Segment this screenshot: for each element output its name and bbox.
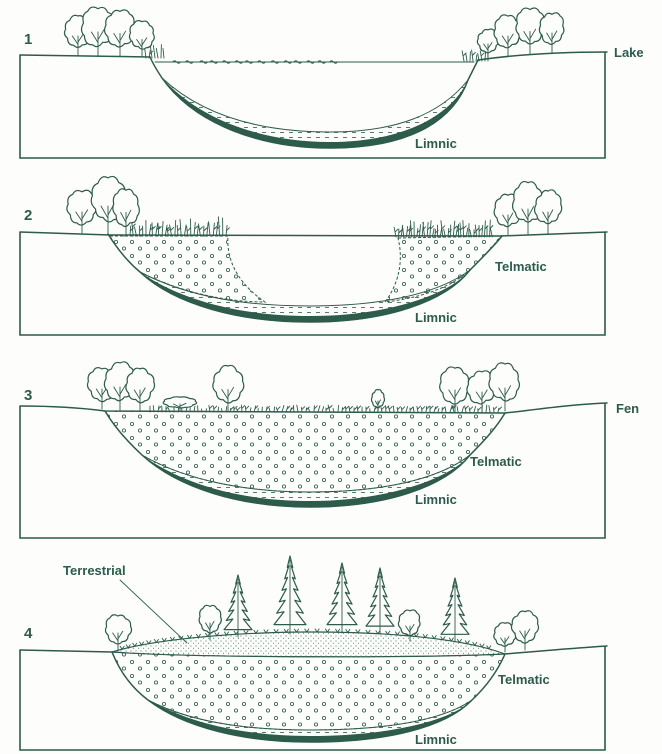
limnic-label: Limnic [415, 732, 457, 747]
fen-label: Fen [616, 401, 639, 416]
limnic-label: Limnic [415, 310, 457, 325]
deciduous-tree [511, 611, 538, 650]
limnic-label: Limnic [415, 492, 457, 507]
deciduous-tree [489, 363, 520, 411]
ground-surface-line [20, 650, 112, 652]
conifer-tree [441, 578, 469, 642]
stage-number: 1 [24, 31, 32, 48]
deciduous-tree [113, 189, 140, 235]
ground-surface-line [478, 52, 607, 60]
deciduous-tree [126, 368, 155, 411]
stage-1-vegetation [64, 7, 563, 63]
conifer-tree [224, 575, 252, 637]
conifer-tree [327, 563, 357, 633]
stage-4-panel: 4 Terrestrial Telmatic Limnic [20, 556, 607, 750]
ground-surface-line [20, 55, 150, 57]
telmatic-label: Telmatic [498, 672, 550, 687]
conifer-tree [274, 556, 306, 634]
deciduous-tree [213, 365, 244, 412]
tree-crown [105, 615, 131, 644]
telmatic-label: Telmatic [470, 454, 522, 469]
stage-number: 3 [24, 387, 32, 404]
stage-2-vegetation [67, 176, 562, 237]
stage-3-vegetation [87, 362, 519, 412]
limnic-label: Limnic [415, 136, 457, 151]
deciduous-tree [535, 190, 562, 233]
conifer-tree [366, 568, 394, 634]
stage-1-panel: 1 Lake Limnic [20, 7, 644, 158]
deciduous-tree [539, 13, 564, 53]
stage-3-panel: 3 Fen Telmatic Limnic [20, 362, 639, 538]
terrestrial-deposit [112, 632, 505, 657]
stage-2-panel: 2 Telmatic Limnic [20, 176, 607, 335]
tree-crown [489, 363, 520, 401]
terrestrial-label: Terrestrial [63, 563, 126, 578]
stage-number: 2 [24, 207, 32, 224]
lake-label: Lake [614, 45, 644, 60]
reed-belt [130, 217, 230, 236]
reed-belt [394, 220, 493, 237]
ground-surface-line [20, 403, 607, 413]
deciduous-tree [129, 21, 154, 57]
ground-surface-line [505, 646, 607, 654]
telmatic-deposit [105, 411, 505, 492]
telmatic-label: Telmatic [495, 259, 547, 274]
deciduous-tree [105, 615, 131, 651]
stage-number: 4 [24, 625, 33, 642]
deciduous-tree [440, 367, 470, 412]
